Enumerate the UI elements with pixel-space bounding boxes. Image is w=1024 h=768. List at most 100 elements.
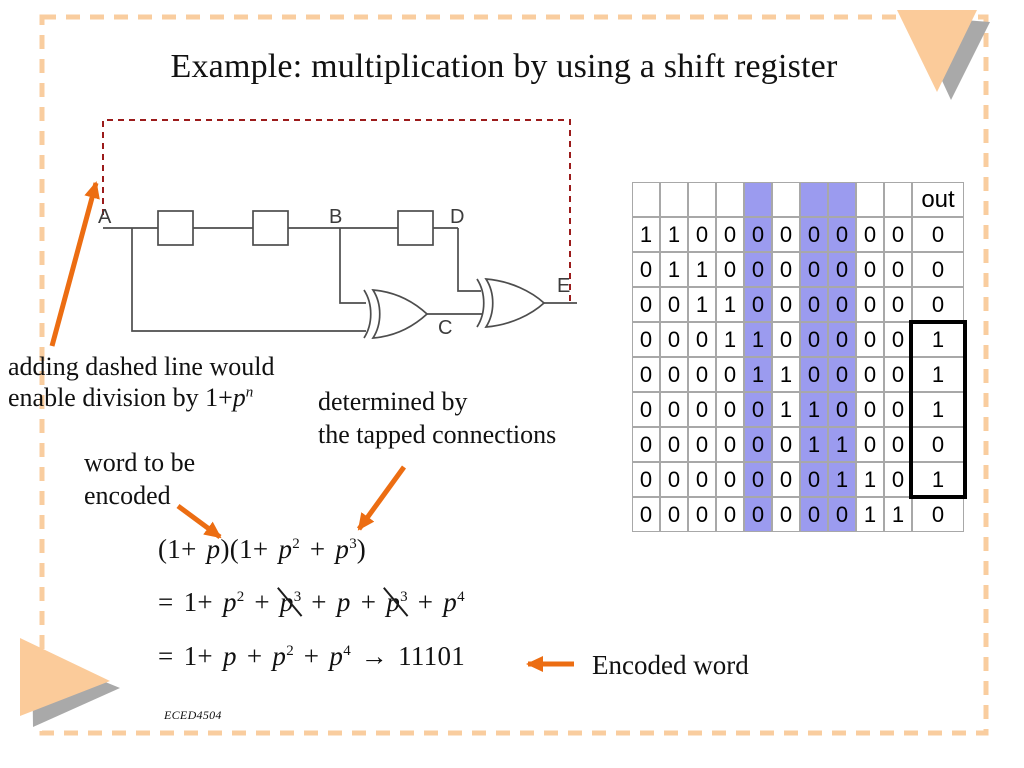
table-cell: [800, 182, 828, 217]
formula-line-3: = 1+ p + p2 + p4 → 11101: [158, 641, 466, 671]
table-cell: 0: [856, 392, 884, 427]
node-label-b: B: [329, 206, 343, 228]
register-box-2: [252, 210, 289, 246]
table-cell: [716, 182, 744, 217]
table-cell: [856, 182, 884, 217]
table-cell: 0: [772, 252, 800, 287]
table-cell: 1: [660, 217, 688, 252]
node-label-c: C: [438, 317, 453, 339]
table-cell: 0: [716, 357, 744, 392]
table-cell: 0: [800, 252, 828, 287]
table-cell: 0: [716, 427, 744, 462]
table-cell: [660, 182, 688, 217]
table-cell: 0: [688, 217, 716, 252]
tap-wire-d: [457, 228, 481, 292]
table-cell: 1: [912, 462, 964, 497]
table-cell: 1: [716, 287, 744, 322]
table-cell: 0: [716, 252, 744, 287]
table-cell: 0: [772, 497, 800, 532]
table-cell: 1: [632, 217, 660, 252]
table-cell: 0: [828, 287, 856, 322]
table-cell: 0: [688, 427, 716, 462]
table-cell: 0: [744, 392, 772, 427]
table-cell: 0: [856, 357, 884, 392]
triangle-icon: [20, 638, 110, 716]
table-cell: 0: [716, 462, 744, 497]
annotation-dashed-line: adding dashed line would enable division…: [8, 351, 274, 413]
table-cell: 0: [660, 357, 688, 392]
table-cell: 0: [688, 322, 716, 357]
xor-gate-2: [476, 278, 546, 328]
arrow-tapped-to-formula: [356, 465, 407, 531]
table-cell: 1: [884, 497, 912, 532]
table-cell: 0: [828, 252, 856, 287]
table-cell: 0: [632, 462, 660, 497]
table-cell: 0: [884, 287, 912, 322]
table-cell: 0: [856, 252, 884, 287]
table-cell: 0: [660, 462, 688, 497]
table-cell: 0: [912, 217, 964, 252]
annotation-line: adding dashed line would: [8, 352, 275, 381]
table-cell: 0: [632, 287, 660, 322]
table-cell: 0: [828, 357, 856, 392]
table-cell: 1: [688, 252, 716, 287]
table-cell: 0: [716, 217, 744, 252]
table-cell: 0: [800, 357, 828, 392]
table-cell: 0: [828, 322, 856, 357]
table-cell: 1: [912, 357, 964, 392]
table-cell: 1: [772, 357, 800, 392]
table-cell: 0: [632, 252, 660, 287]
table-cell: [772, 182, 800, 217]
table-cell: 0: [828, 217, 856, 252]
table-cell: 0: [800, 497, 828, 532]
table-cell: [744, 182, 772, 217]
table-cell: 0: [856, 427, 884, 462]
triangle-shadow: [32, 652, 120, 727]
table-cell: 0: [772, 427, 800, 462]
table-cell: 0: [632, 357, 660, 392]
table-cell: 0: [772, 217, 800, 252]
annotation-line: the tapped connections: [318, 420, 557, 449]
register-box-1: [157, 210, 194, 246]
table-cell: [688, 182, 716, 217]
table-cell: 0: [744, 287, 772, 322]
table-cell: out: [912, 182, 964, 217]
formula-line-2: = 1+ p2 + p3 + p + p3 + p4: [158, 587, 465, 617]
annotation-line: determined by: [318, 387, 468, 416]
table-cell: 1: [828, 462, 856, 497]
encoded-word-label: Encoded word: [592, 650, 749, 680]
register-box-3: [397, 210, 434, 246]
table-cell: 0: [884, 357, 912, 392]
table-cell: [828, 182, 856, 217]
node-label-e: E: [557, 275, 571, 297]
table-cell: 0: [660, 427, 688, 462]
table-cell: 0: [828, 497, 856, 532]
table-cell: 0: [744, 217, 772, 252]
table-cell: 0: [912, 497, 964, 532]
annotation-word-to-encode: word to be encoded: [84, 446, 195, 512]
formula-line-1: (1+ p)(1+ p2 + p3): [158, 534, 367, 564]
annotation-line: enable division by 1+pn: [8, 383, 254, 412]
table-cell: 0: [856, 322, 884, 357]
table-cell: 1: [744, 322, 772, 357]
table-cell: 0: [800, 462, 828, 497]
table-cell: 0: [884, 252, 912, 287]
table-cell: 0: [884, 322, 912, 357]
table-cell: 0: [772, 462, 800, 497]
table-cell: 0: [884, 392, 912, 427]
tap-wire-b: [339, 228, 366, 304]
table-cell: 0: [884, 217, 912, 252]
table-cell: 1: [800, 392, 828, 427]
table-cell: 1: [912, 322, 964, 357]
table-cell: 0: [632, 322, 660, 357]
node-label-d: D: [450, 206, 465, 228]
table-cell: [632, 182, 660, 217]
table-cell: 0: [912, 287, 964, 322]
table-cell: 0: [688, 497, 716, 532]
table-cell: 0: [856, 217, 884, 252]
table-cell: 0: [828, 392, 856, 427]
table-cell: 0: [688, 462, 716, 497]
